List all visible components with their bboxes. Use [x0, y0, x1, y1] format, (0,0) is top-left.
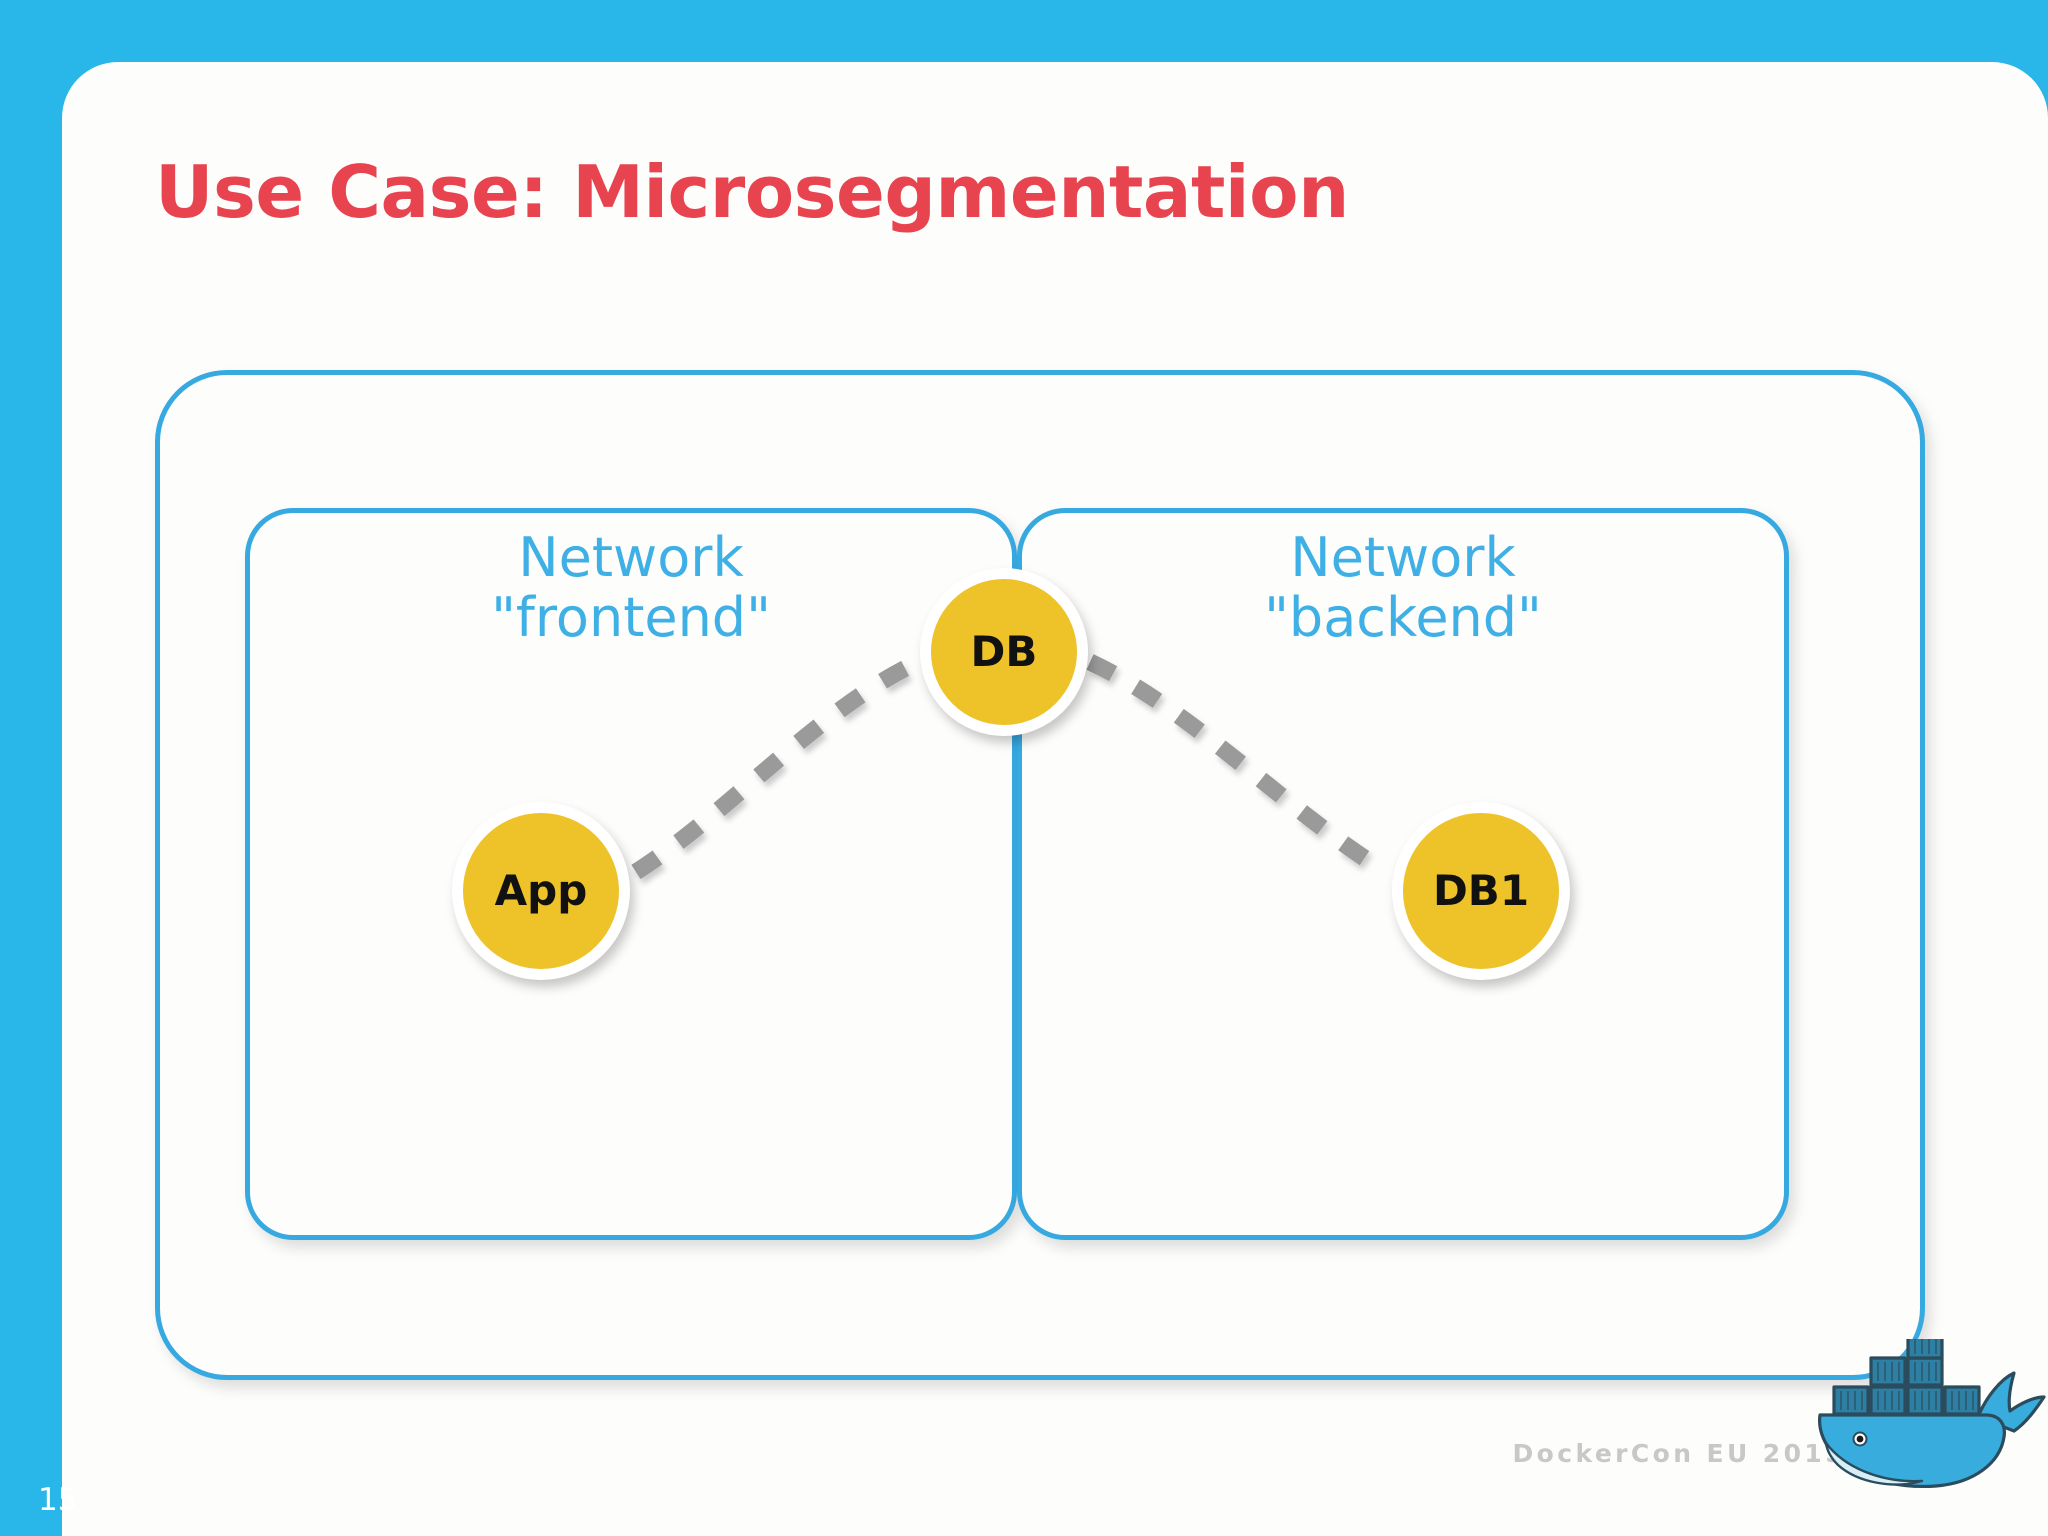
page-number: 15: [38, 1482, 78, 1518]
footer-event-label: DockerCon EU 2015: [1512, 1439, 1846, 1468]
slide-card: [62, 62, 2048, 1536]
page-title: Use Case: Microsegmentation: [155, 150, 1349, 234]
docker-whale-logo: [1818, 1339, 2046, 1489]
